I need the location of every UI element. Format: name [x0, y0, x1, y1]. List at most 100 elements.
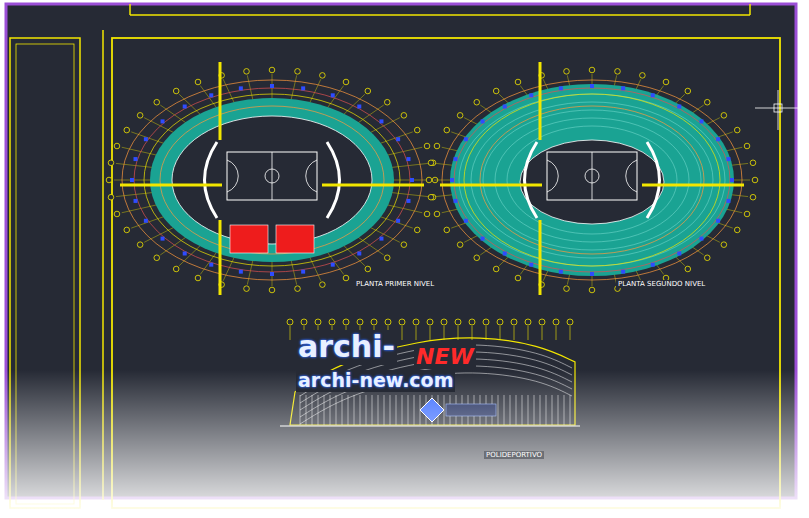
column [726, 199, 730, 203]
column [301, 86, 305, 90]
grid-bubble [734, 127, 740, 133]
grid-bubble [685, 266, 691, 272]
column [396, 137, 400, 141]
frame-line [130, 14, 750, 16]
grid-bubble [744, 211, 750, 217]
grid-bubble [428, 160, 434, 166]
grid-bubble [721, 113, 727, 119]
plan-title: PLANTA PRIMER NIVEL [354, 280, 436, 288]
column [651, 93, 655, 97]
column [209, 263, 213, 267]
grid-bubble [434, 211, 440, 217]
column [183, 105, 187, 109]
main-axis [120, 184, 222, 187]
main-axis [219, 220, 222, 295]
grid-bubble [640, 73, 646, 79]
outline-ring [122, 80, 422, 280]
elevation-axis [528, 326, 529, 340]
grid-bubble [663, 79, 669, 85]
grid-bubble [750, 160, 756, 166]
grid-bubble [195, 275, 201, 281]
grid-bubble [704, 255, 710, 261]
grid-bubble [114, 143, 120, 149]
stands-fill [450, 84, 734, 276]
drawing-title: POLIDEPORTIVO [484, 451, 544, 459]
column [677, 251, 681, 255]
grid-bubble [173, 88, 179, 94]
grid-bubble [413, 319, 419, 325]
frame-line [129, 4, 131, 15]
grid-bubble [244, 286, 250, 292]
grid-bubble [414, 227, 420, 233]
court-line [592, 152, 593, 200]
grid-bubble [106, 177, 112, 183]
stadium-plan [106, 62, 438, 295]
outline-ring [480, 106, 704, 254]
grid-bubble [564, 69, 570, 75]
grid-bubble [455, 319, 461, 325]
grid-bubble [414, 127, 420, 133]
elevation-axis [570, 326, 571, 340]
grid-bubble [329, 319, 335, 325]
grid-bubble [295, 286, 301, 292]
grid-bubble [269, 67, 275, 73]
column [331, 93, 335, 97]
elevation-axis [416, 326, 417, 340]
grid-bubble [525, 319, 531, 325]
column [621, 270, 625, 274]
elevation-axis [402, 326, 403, 340]
grid-bubble [424, 143, 430, 149]
column [716, 137, 720, 141]
watermark: archi- [296, 330, 397, 365]
grid-bubble [124, 227, 130, 233]
court-line [272, 152, 273, 200]
grid-bubble [539, 319, 545, 325]
column [209, 93, 213, 97]
grid-bubble [511, 319, 517, 325]
column [130, 178, 134, 182]
grid-bubble [401, 242, 407, 248]
court-arc [306, 160, 317, 192]
grid-bubble [567, 319, 573, 325]
grid-bubble [424, 211, 430, 217]
column [529, 93, 533, 97]
column [454, 199, 458, 203]
grid-bubble [426, 177, 432, 183]
outline-ring [454, 88, 730, 272]
seat-row [495, 118, 689, 242]
outline-ring [160, 106, 384, 254]
court-circle [585, 169, 599, 183]
grid-bubble [752, 177, 758, 183]
grid-bubble [384, 255, 390, 261]
stand-band [205, 142, 218, 218]
grid-bubble [744, 143, 750, 149]
concourse-fill [150, 98, 394, 262]
grid-bubble [154, 255, 160, 261]
sheet-fade [0, 370, 809, 518]
column [699, 119, 703, 123]
grid-bubble [154, 99, 160, 105]
watermark: archi-new.com [296, 370, 455, 392]
column [730, 178, 734, 182]
outline-ring [464, 94, 720, 266]
grid-bubble [474, 255, 480, 261]
column [239, 86, 243, 90]
column [529, 263, 533, 267]
court-arc [547, 160, 558, 192]
elevation-axis [556, 326, 557, 340]
column [726, 157, 730, 161]
column [161, 119, 165, 123]
column [699, 237, 703, 241]
grid-bubble [320, 73, 326, 79]
column [481, 237, 485, 241]
grid-bubble [589, 287, 595, 293]
grid-bubble [384, 99, 390, 105]
grid-bubble [483, 319, 489, 325]
column [503, 251, 507, 255]
column [301, 270, 305, 274]
column [410, 178, 414, 182]
stand-band [647, 142, 660, 218]
grid-bubble [553, 319, 559, 325]
column [331, 263, 335, 267]
